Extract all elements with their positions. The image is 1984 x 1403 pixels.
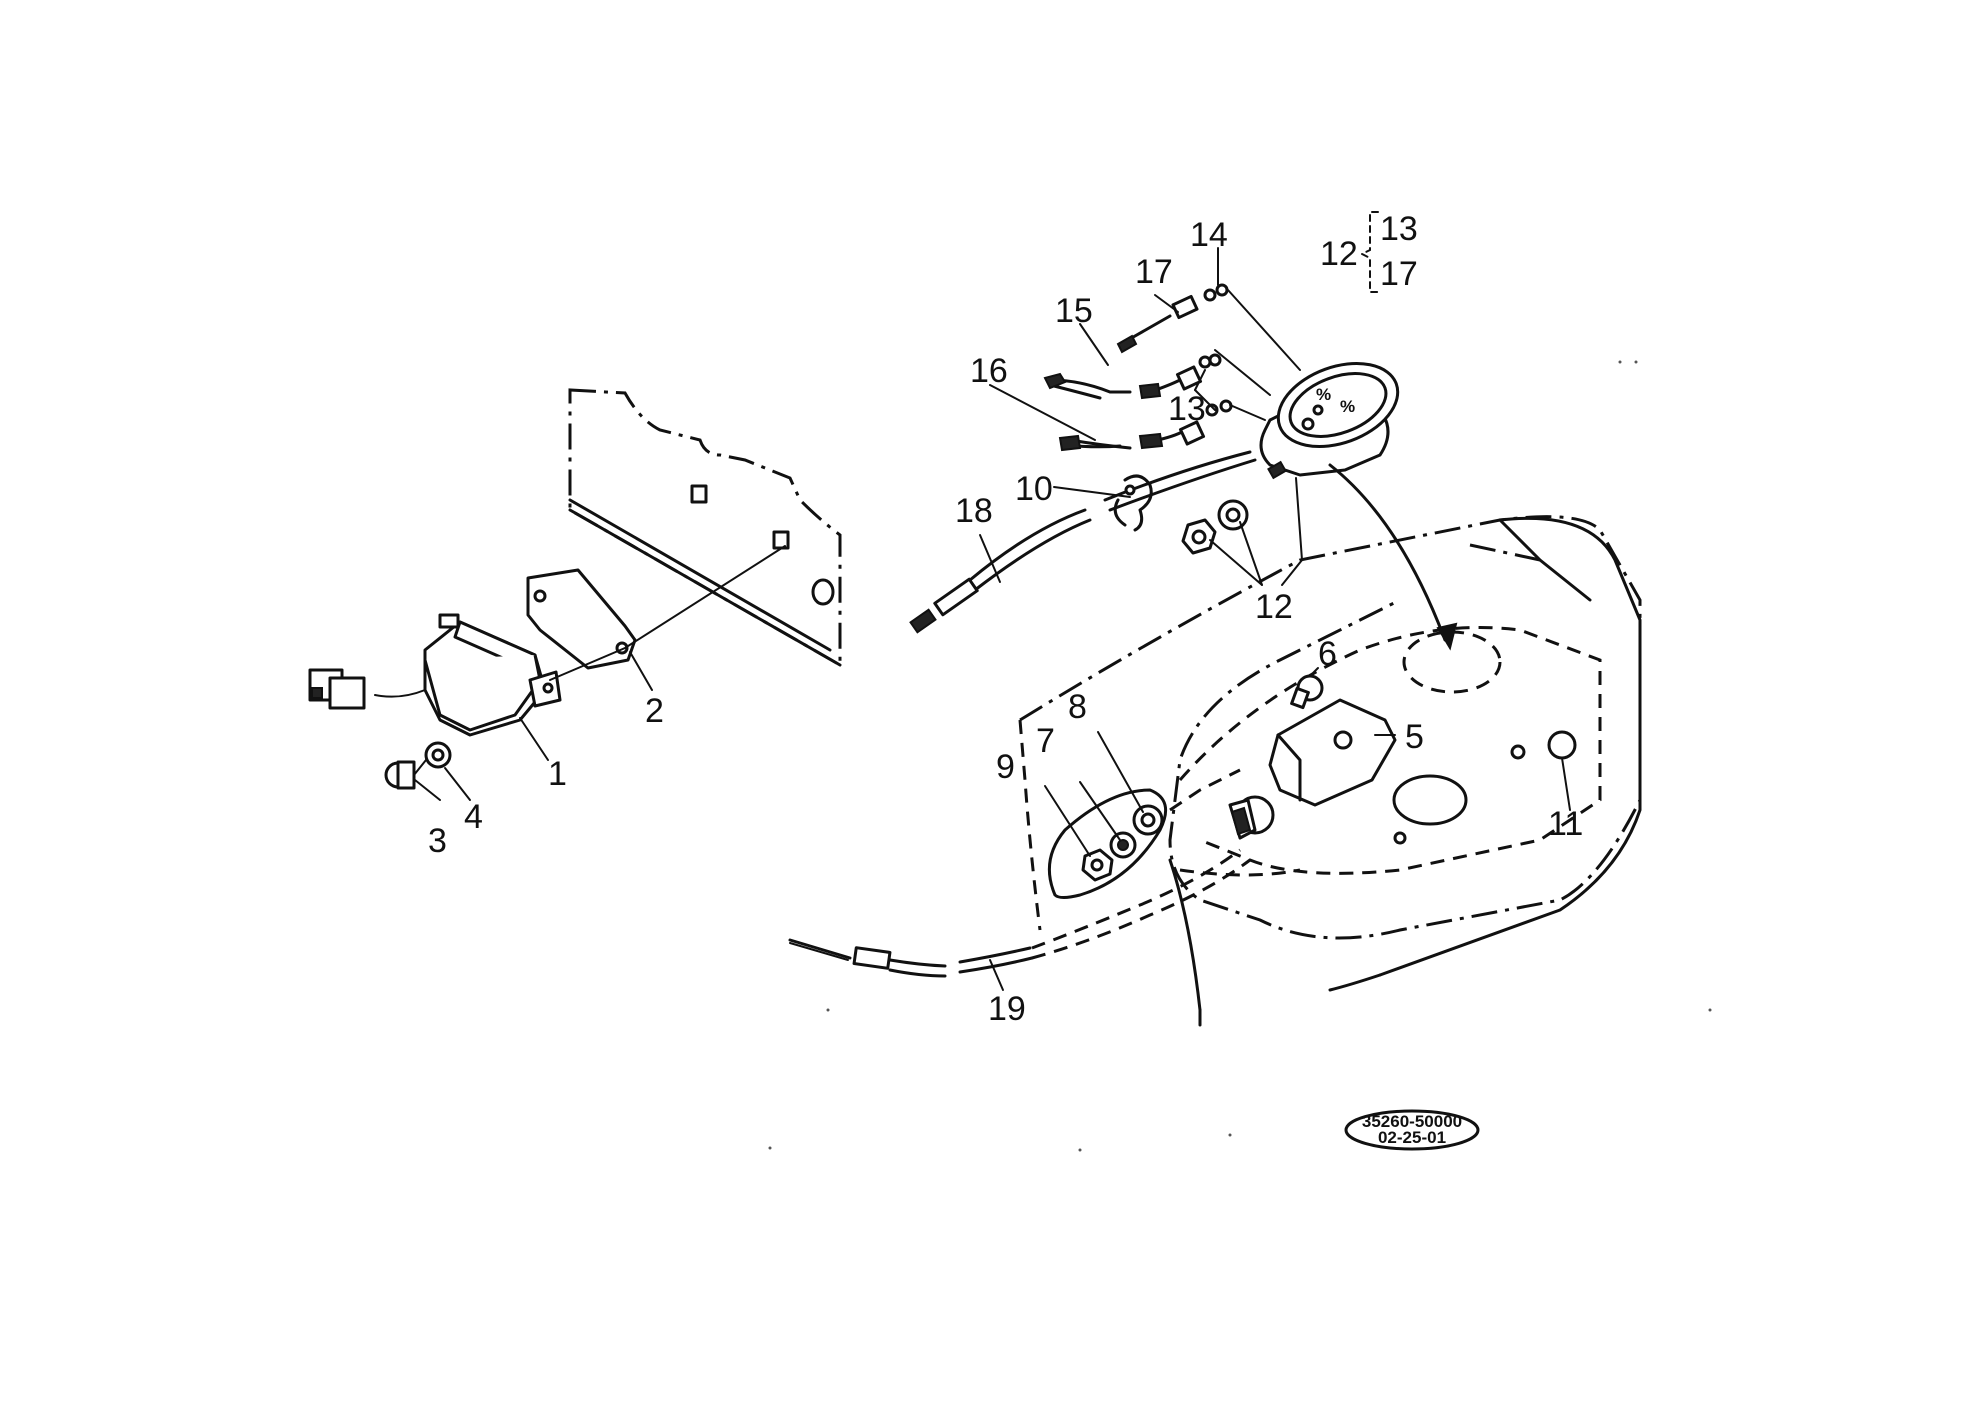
panel-switch [1228,795,1275,840]
part-16-wire [1058,430,1184,452]
callout-1: 1 [548,755,567,793]
part-11-plug [1547,730,1577,760]
callout-4: 4 [464,798,483,836]
part-17-terminal [1116,294,1199,354]
part-9-nut [1081,848,1114,882]
callout-17-bracket: 17 [1380,255,1418,293]
panel-opening-lower [1392,774,1468,826]
callout-11: 11 [1548,805,1583,843]
bracket-plate [568,388,842,668]
panel-hole-small [1510,744,1526,760]
part-7-washer [1109,831,1137,859]
part-13-connector-upper [1175,353,1222,391]
part-14-terminal [1203,283,1229,302]
callout-14: 14 [1190,216,1228,254]
part-8-bushing [1132,804,1164,836]
callout-19: 19 [988,990,1026,1028]
callout-5: 5 [1405,718,1424,756]
hour-meter-gauge: % % [1259,361,1400,480]
callout-12-lower: 12 [1255,588,1293,626]
callout-16: 16 [970,352,1008,390]
callout-8: 8 [1068,688,1087,726]
panel-hole-tiny [1393,831,1407,845]
callout-10: 10 [1015,470,1053,508]
part-13-connector-lower [1178,399,1233,446]
drawing-code-stamp: 35260-50000 02-25-01 [1344,1109,1480,1151]
assembly-line-2 [413,759,427,776]
assembly-bracket-notation [1359,211,1379,293]
callout-13-meter: 13 [1168,390,1206,428]
callout-3: 3 [428,822,447,860]
part-1-regulator [308,613,562,737]
part-18-cable [909,450,1257,634]
callout-6: 6 [1318,635,1337,673]
part-3-bolt [384,760,416,790]
callout-15: 15 [1055,292,1093,330]
callout-18: 18 [955,492,993,530]
svg-text:%: % [1316,385,1331,404]
drawing-code-line-2: 02-25-01 [1378,1128,1446,1147]
callout-labels: 1 2 3 4 5 6 7 8 9 10 11 12 12 13 13 14 1… [428,210,1583,1028]
part-19-cable [788,848,1251,978]
part-4-washer [424,741,452,769]
callout-13-bracket: 13 [1380,210,1418,248]
callout-9: 9 [996,748,1015,786]
scan-specks [768,360,1712,1152]
part-12-nut-1 [1181,518,1217,555]
part-15-wire [1043,372,1182,400]
callout-12-bracket: 12 [1320,235,1358,273]
svg-text:%: % [1340,397,1355,416]
callout-2: 2 [645,692,664,730]
part-10-clamp [1113,474,1153,532]
callout-7: 7 [1036,722,1055,760]
drawing-code-line-1: 35260-50000 [1362,1112,1462,1131]
assembly-line-1 [549,545,786,681]
leader-meter-2 [1214,349,1271,396]
leader-meter-3 [1229,404,1266,421]
instrument-panel [1018,515,1642,1027]
part-2-bracket [526,568,637,670]
install-arrow [1328,463,1458,651]
callout-leaders [414,247,1571,991]
callout-17-meter: 17 [1135,253,1173,291]
part-12-nut-2 [1217,499,1249,531]
leader-meter-1 [1227,289,1301,371]
part-5-plate [1268,698,1397,807]
part-6-screw [1290,674,1324,710]
